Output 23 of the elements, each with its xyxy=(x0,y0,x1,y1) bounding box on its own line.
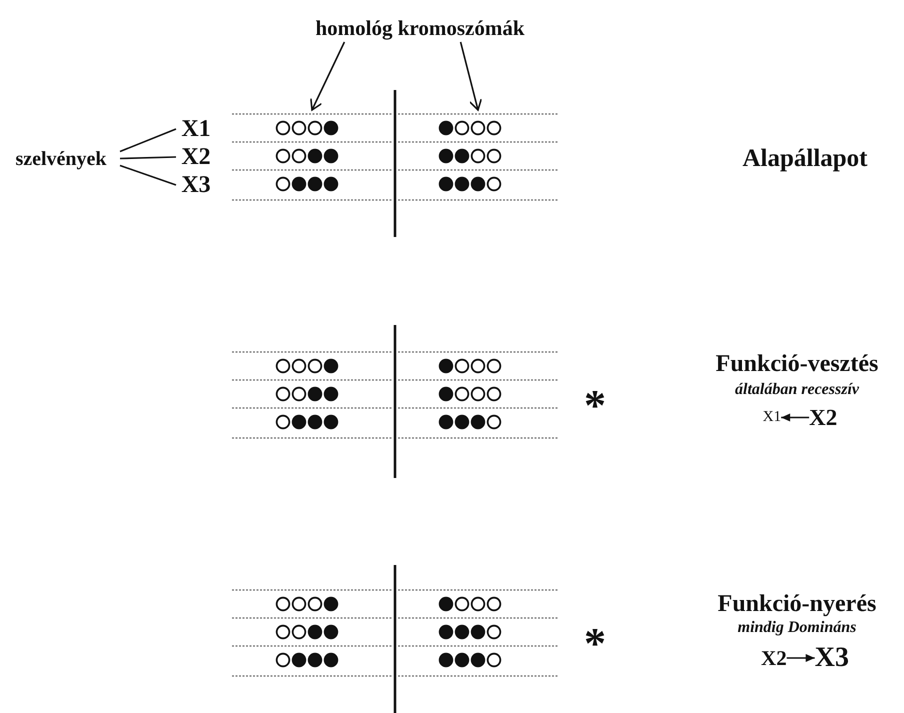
state-heading: Funkció-nyerés xyxy=(716,592,878,616)
segment-label: X1 xyxy=(176,116,216,142)
connector-line xyxy=(120,128,176,152)
state-heading: Funkció-vesztés xyxy=(714,352,880,376)
asterisk-mark: * xyxy=(583,622,607,666)
connector-line xyxy=(120,164,176,186)
annotation-text: szelvények xyxy=(2,147,120,171)
asterisk-mark: * xyxy=(583,384,607,428)
dominance-note: általában recesszív xyxy=(734,382,860,398)
arrow xyxy=(460,42,482,111)
segment-label: X3 xyxy=(176,172,216,198)
dominance-note: mindig Domináns xyxy=(736,620,858,636)
segment-label: X1 xyxy=(762,410,782,425)
arrow xyxy=(781,414,810,422)
segment-label: X2 xyxy=(809,406,838,429)
arrow xyxy=(786,654,815,662)
arrow xyxy=(310,42,346,111)
segment-label: X3 xyxy=(814,644,849,672)
state-heading: Alapállapot xyxy=(741,146,869,171)
segment-label: X2 xyxy=(761,648,787,668)
segment-label: X2 xyxy=(176,144,216,170)
annotation-text: homológ kromoszómák xyxy=(262,14,578,42)
connector-line xyxy=(120,156,176,160)
